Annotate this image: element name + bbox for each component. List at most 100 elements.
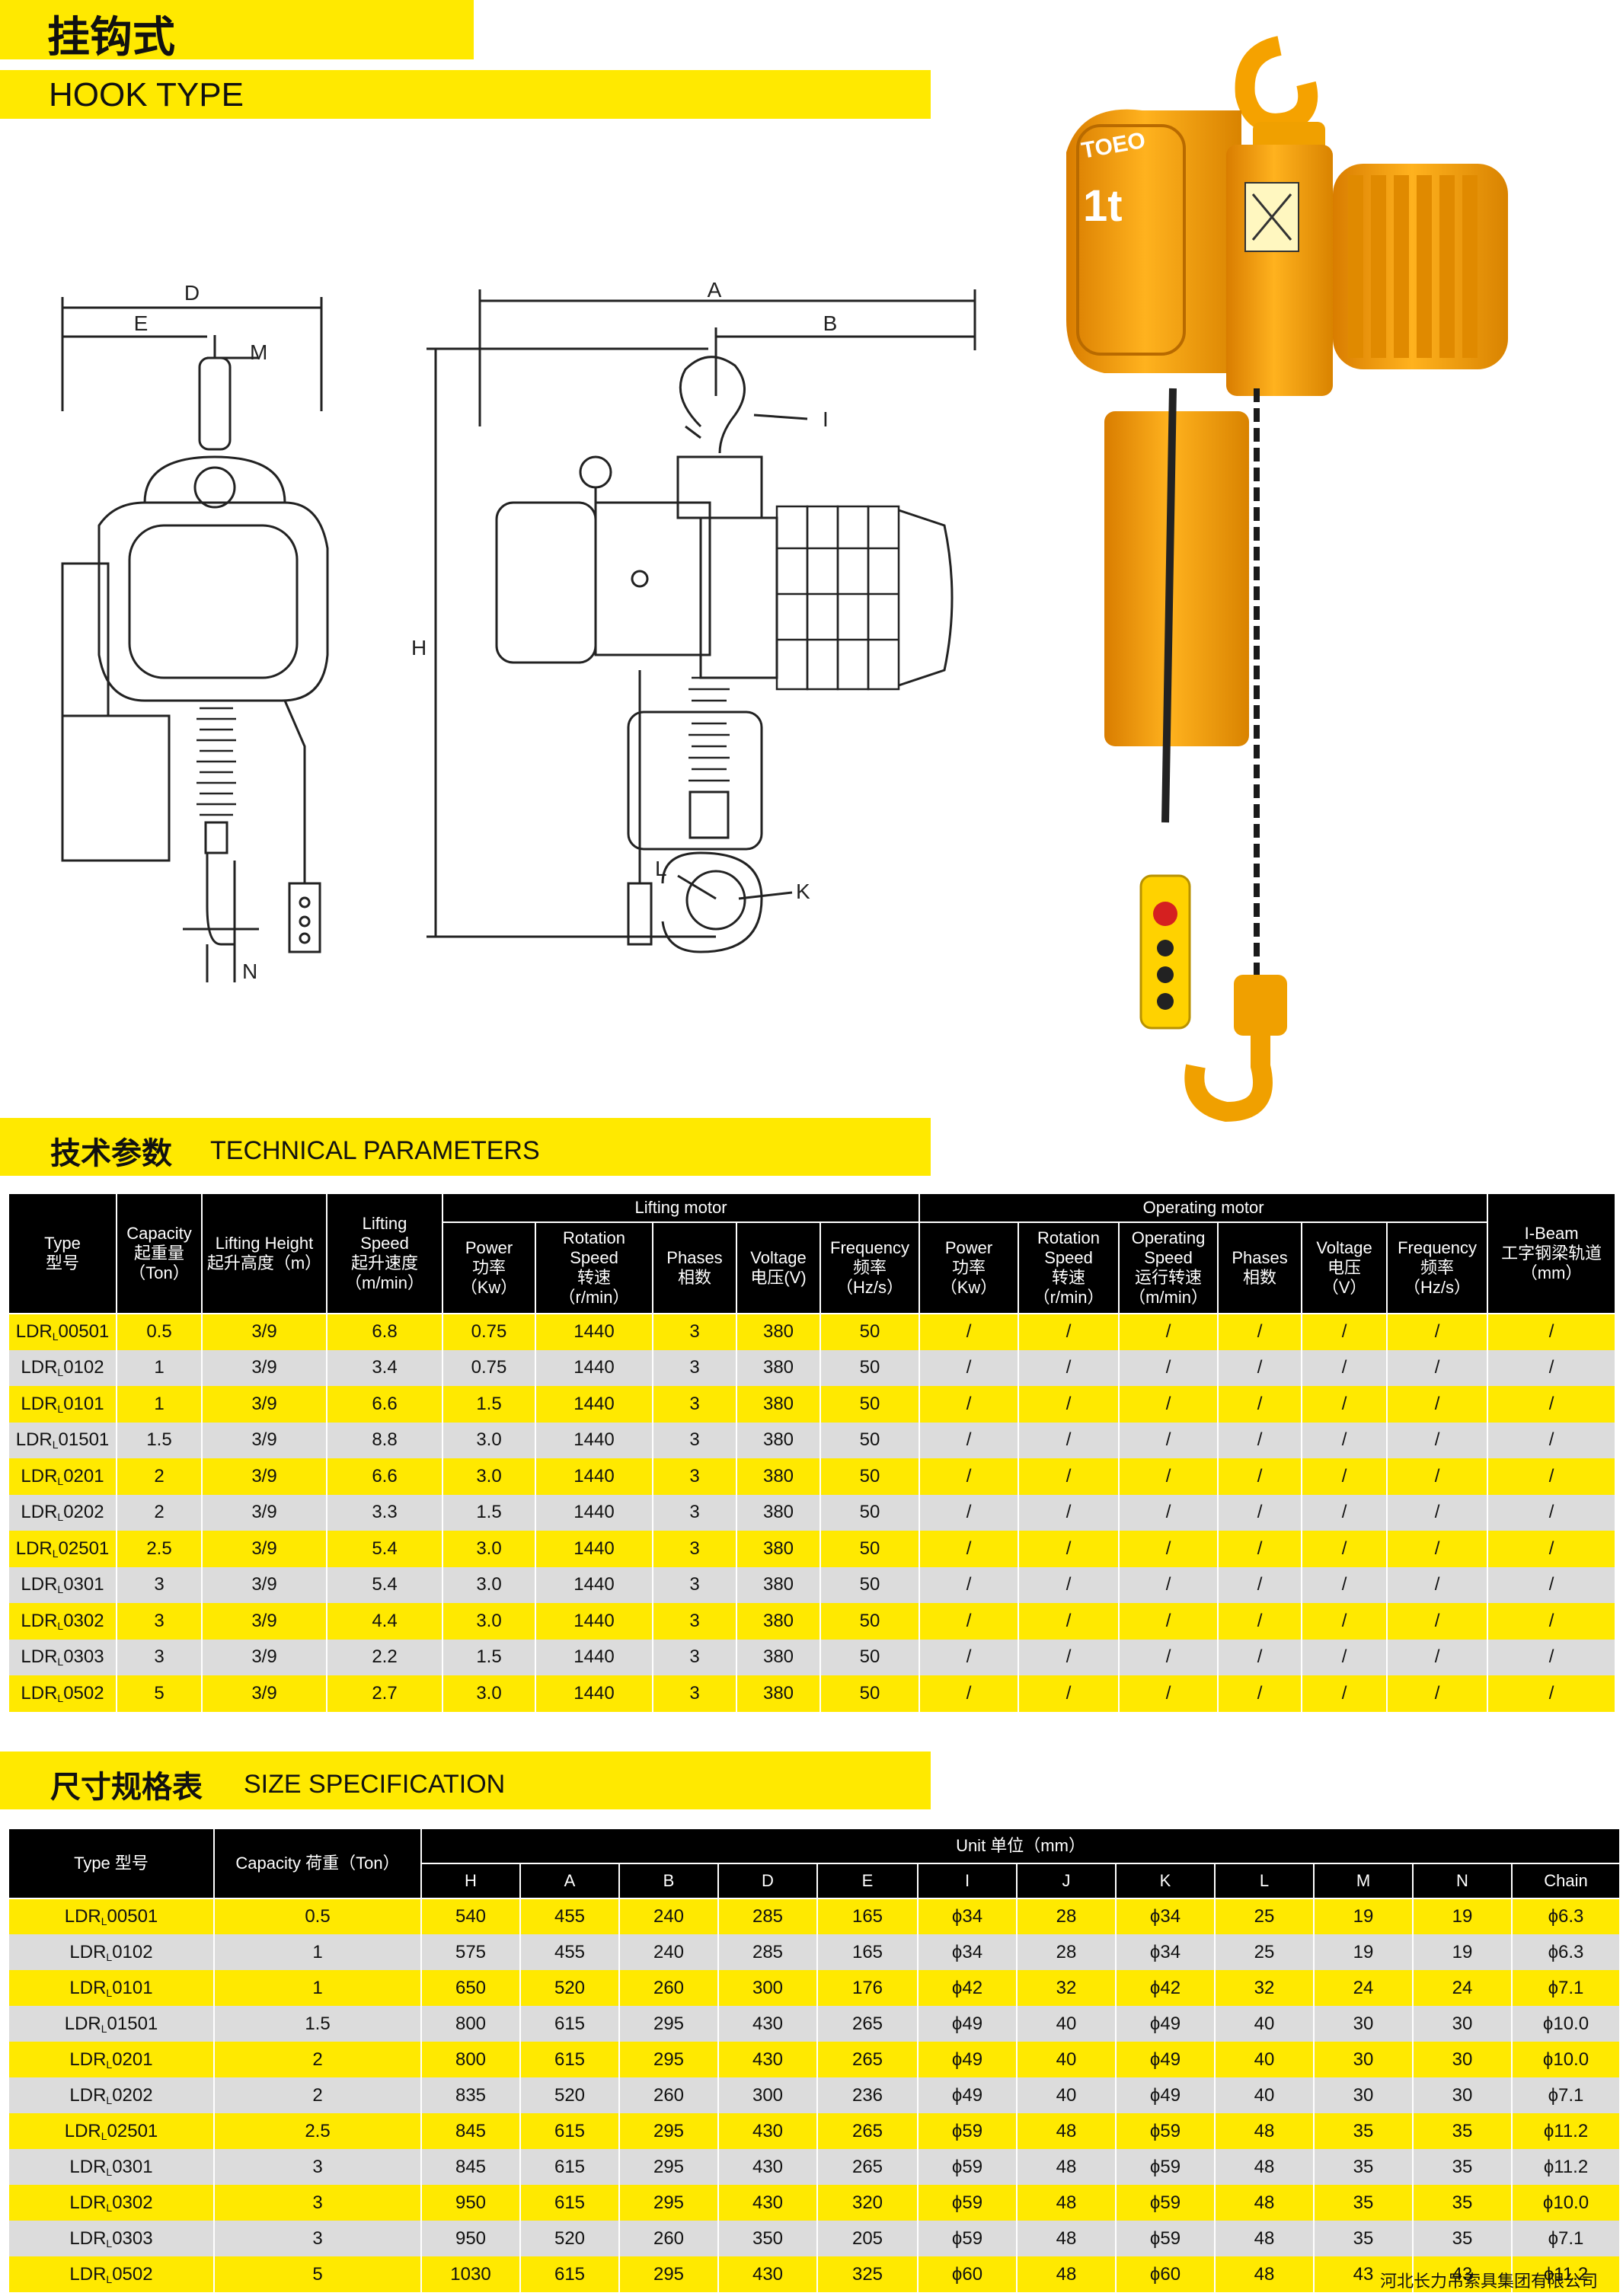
dimension-cell: 265	[816, 2113, 919, 2149]
dimension-cell: 35	[1313, 2149, 1414, 2185]
empty-value-cell: /	[1487, 1314, 1617, 1350]
lm-frequency-cell: 50	[819, 1566, 921, 1603]
empty-value-cell: /	[1487, 1639, 1617, 1675]
type-cell: LDRL0301	[8, 2149, 215, 2185]
lm-frequency-cell: 50	[819, 1314, 921, 1350]
empty-value-cell: /	[1301, 1386, 1388, 1423]
empty-value-cell: /	[1487, 1566, 1617, 1603]
empty-value-cell: /	[1386, 1531, 1489, 1567]
lifting-speed-cell: 4.4	[326, 1603, 443, 1640]
capacity-cell: 1	[116, 1349, 203, 1386]
dim-label-n: N	[242, 960, 257, 982]
dimension-cell: ϕ59	[1115, 2149, 1216, 2185]
empty-value-cell: /	[1018, 1458, 1120, 1495]
dimension-cell: 19	[1313, 1898, 1414, 1934]
capacity-cell: 5	[116, 1675, 203, 1712]
lm-phases-cell: 3	[652, 1531, 737, 1567]
dimension-cell: 48	[1214, 2113, 1315, 2149]
empty-value-cell: /	[1118, 1566, 1219, 1603]
empty-value-cell: /	[1118, 1314, 1219, 1350]
dimension-cell: 30	[1313, 2006, 1414, 2042]
lm-power-cell: 3.0	[442, 1603, 536, 1640]
dimension-cell: 28	[1016, 1934, 1117, 1970]
empty-value-cell: /	[1386, 1349, 1489, 1386]
lifting-height-cell: 3/9	[201, 1566, 327, 1603]
dimension-cell: 35	[1313, 2113, 1414, 2149]
type-cell: LDRL0201	[8, 1458, 117, 1495]
dimension-cell: 520	[519, 2221, 620, 2256]
th-size-col: N	[1412, 1863, 1513, 1899]
empty-value-cell: /	[1301, 1349, 1388, 1386]
empty-value-cell: /	[1217, 1531, 1303, 1567]
dim-label-d: D	[184, 281, 200, 305]
size-title-cn: 尺寸规格表	[50, 1770, 203, 1805]
empty-value-cell: /	[1487, 1422, 1617, 1458]
lifting-speed-cell: 6.6	[326, 1386, 443, 1423]
type-cell: LDRL0502	[8, 2256, 215, 2292]
dimension-cell: ϕ11.2	[1510, 2256, 1621, 2292]
dimension-cell: 43	[1412, 2256, 1513, 2292]
dimension-cell: 240	[618, 1898, 719, 1934]
hoist-technical-drawing: D E M N	[61, 278, 976, 982]
dimension-cell: 615	[519, 2042, 620, 2077]
empty-value-cell: /	[1301, 1458, 1388, 1495]
dimension-cell: 300	[717, 1970, 818, 2006]
lifting-speed-cell: 3.4	[326, 1349, 443, 1386]
empty-value-cell: /	[1217, 1349, 1303, 1386]
empty-value-cell: /	[1118, 1494, 1219, 1531]
dimension-cell: 35	[1412, 2185, 1513, 2221]
dimension-cell: 35	[1412, 2113, 1513, 2149]
empty-value-cell: /	[1217, 1603, 1303, 1640]
capacity-cell: 2	[213, 2042, 422, 2077]
capacity-cell: 3	[116, 1566, 203, 1603]
lifting-height-cell: 3/9	[201, 1494, 327, 1531]
dimension-cell: 43	[1313, 2256, 1414, 2292]
tech-title-bar	[0, 1118, 931, 1176]
type-cell: LDRL00501	[8, 1898, 215, 1934]
dimension-cell: 285	[717, 1898, 818, 1934]
lm-power-cell: 3.0	[442, 1675, 536, 1712]
dimension-cell: 320	[816, 2185, 919, 2221]
dimension-cell: ϕ49	[917, 2077, 1018, 2113]
lm-voltage-cell: 380	[736, 1531, 821, 1567]
lm-power-cell: 0.75	[442, 1349, 536, 1386]
th-size-col: I	[917, 1863, 1018, 1899]
dimension-cell: 615	[519, 2185, 620, 2221]
type-cell: LDRL0303	[8, 1639, 117, 1675]
empty-value-cell: /	[1301, 1603, 1388, 1640]
dimension-cell: 430	[717, 2149, 818, 2185]
empty-value-cell: /	[1217, 1458, 1303, 1495]
dimension-cell: 350	[717, 2221, 818, 2256]
empty-value-cell: /	[1487, 1386, 1617, 1423]
dimension-cell: 950	[420, 2221, 521, 2256]
dimension-cell: 295	[618, 2256, 719, 2292]
empty-value-cell: /	[1018, 1603, 1120, 1640]
empty-value-cell: /	[1301, 1531, 1388, 1567]
empty-value-cell: /	[1386, 1458, 1489, 1495]
capacity-cell: 2.5	[116, 1531, 203, 1567]
lifting-speed-cell: 2.2	[326, 1639, 443, 1675]
hoist-product-photo: TOEO 1t	[1066, 36, 1508, 1122]
lm-rotation-cell: 1440	[535, 1603, 653, 1640]
th-size-col: B	[618, 1863, 719, 1899]
lm-phases-cell: 3	[652, 1603, 737, 1640]
dimension-cell: 48	[1016, 2149, 1117, 2185]
type-cell: LDRL02501	[8, 2113, 215, 2149]
dimension-cell: 430	[717, 2113, 818, 2149]
lm-voltage-cell: 380	[736, 1603, 821, 1640]
dim-label-k: K	[796, 880, 810, 903]
dimension-cell: 540	[420, 1898, 521, 1934]
dim-label-m: M	[250, 340, 267, 364]
empty-value-cell: /	[1118, 1386, 1219, 1423]
